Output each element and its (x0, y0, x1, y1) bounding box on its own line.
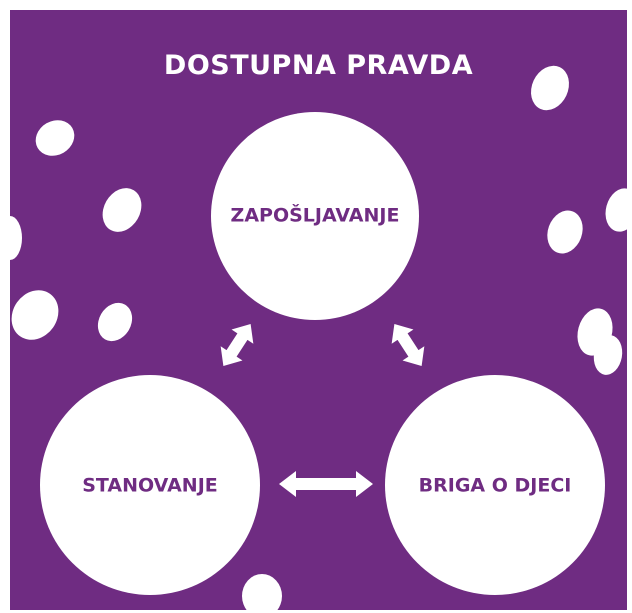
node-circle-top (211, 112, 419, 320)
blob (531, 65, 569, 111)
node-label-top: ZAPOŠLJAVANJE (231, 203, 400, 227)
node-circle-right (385, 375, 605, 595)
blob (593, 335, 623, 375)
node-circle-left (40, 375, 260, 595)
double-arrow-left-right (279, 471, 373, 497)
diagram-panel: DOSTUPNA PRAVDA ZAPOŠLJAVANJE STANOVANJE… (10, 10, 627, 610)
blob (10, 216, 22, 260)
node-label-right: BRIGA O DJECI (419, 475, 572, 497)
blob (242, 574, 282, 610)
blob (35, 120, 75, 156)
blob (97, 302, 133, 342)
double-arrow-left-top (220, 324, 254, 366)
diagram-canvas: ZAPOŠLJAVANJE STANOVANJE BRIGA O DJECI (10, 65, 627, 610)
diagram-title: DOSTUPNA PRAVDA (163, 50, 474, 81)
blob (605, 188, 627, 232)
blob (11, 290, 59, 340)
double-arrow-top-right (391, 324, 425, 366)
decorative-blobs (10, 65, 627, 610)
blob (547, 210, 583, 254)
blob (102, 188, 142, 232)
node-label-left: STANOVANJE (82, 475, 218, 497)
